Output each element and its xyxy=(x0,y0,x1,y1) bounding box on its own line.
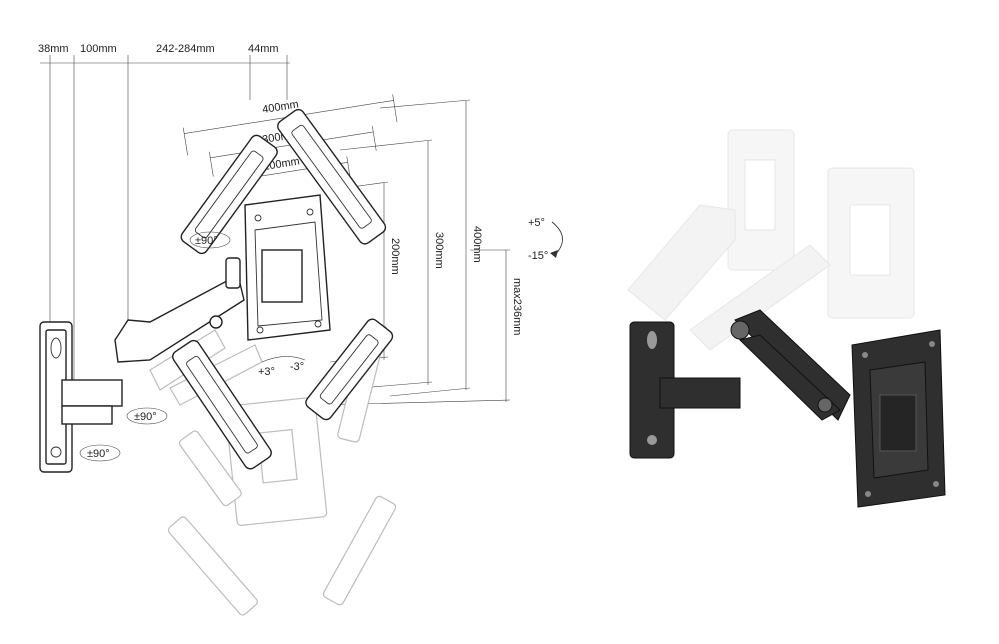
dim-head-depth: 44mm xyxy=(248,43,279,55)
level-plus-label: +3° xyxy=(258,366,275,378)
tilt-down-label: -15° xyxy=(528,250,548,262)
dim-max-height-adjust: max236mm xyxy=(511,278,523,335)
level-arc xyxy=(261,356,306,363)
first-arm xyxy=(659,377,741,409)
wall-swivel-label: ±90° xyxy=(87,448,110,460)
arm-swivel-label: ±90° xyxy=(134,411,157,423)
wall-slot-icon xyxy=(647,331,657,349)
dim-vesa-height-200: 200mm xyxy=(389,238,401,275)
dim-vesa-width-400: 400mm xyxy=(261,98,299,116)
line-drawing: 38mm 100mm 242-284mm 44mm 400mm 300mm 20… xyxy=(38,43,563,616)
product-render xyxy=(627,129,946,508)
ghost-positions xyxy=(627,129,915,351)
top-dimension-lines xyxy=(40,55,290,380)
wall-plate xyxy=(39,321,123,473)
head-swivel-label: ±90° xyxy=(195,235,218,247)
dim-arm-one: 100mm xyxy=(80,43,117,55)
render-vesa-plate xyxy=(851,329,946,508)
level-minus-label: -3° xyxy=(290,361,304,373)
dim-arm-two: 242-284mm xyxy=(156,43,215,55)
tilt-arrow-icon xyxy=(550,250,558,258)
dim-vesa-height-400: 400mm xyxy=(471,226,483,263)
tilt-up-label: +5° xyxy=(528,217,545,229)
vesa-head xyxy=(172,108,394,470)
dim-wall-depth: 38mm xyxy=(38,43,69,55)
dim-vesa-height-300: 300mm xyxy=(433,232,445,269)
